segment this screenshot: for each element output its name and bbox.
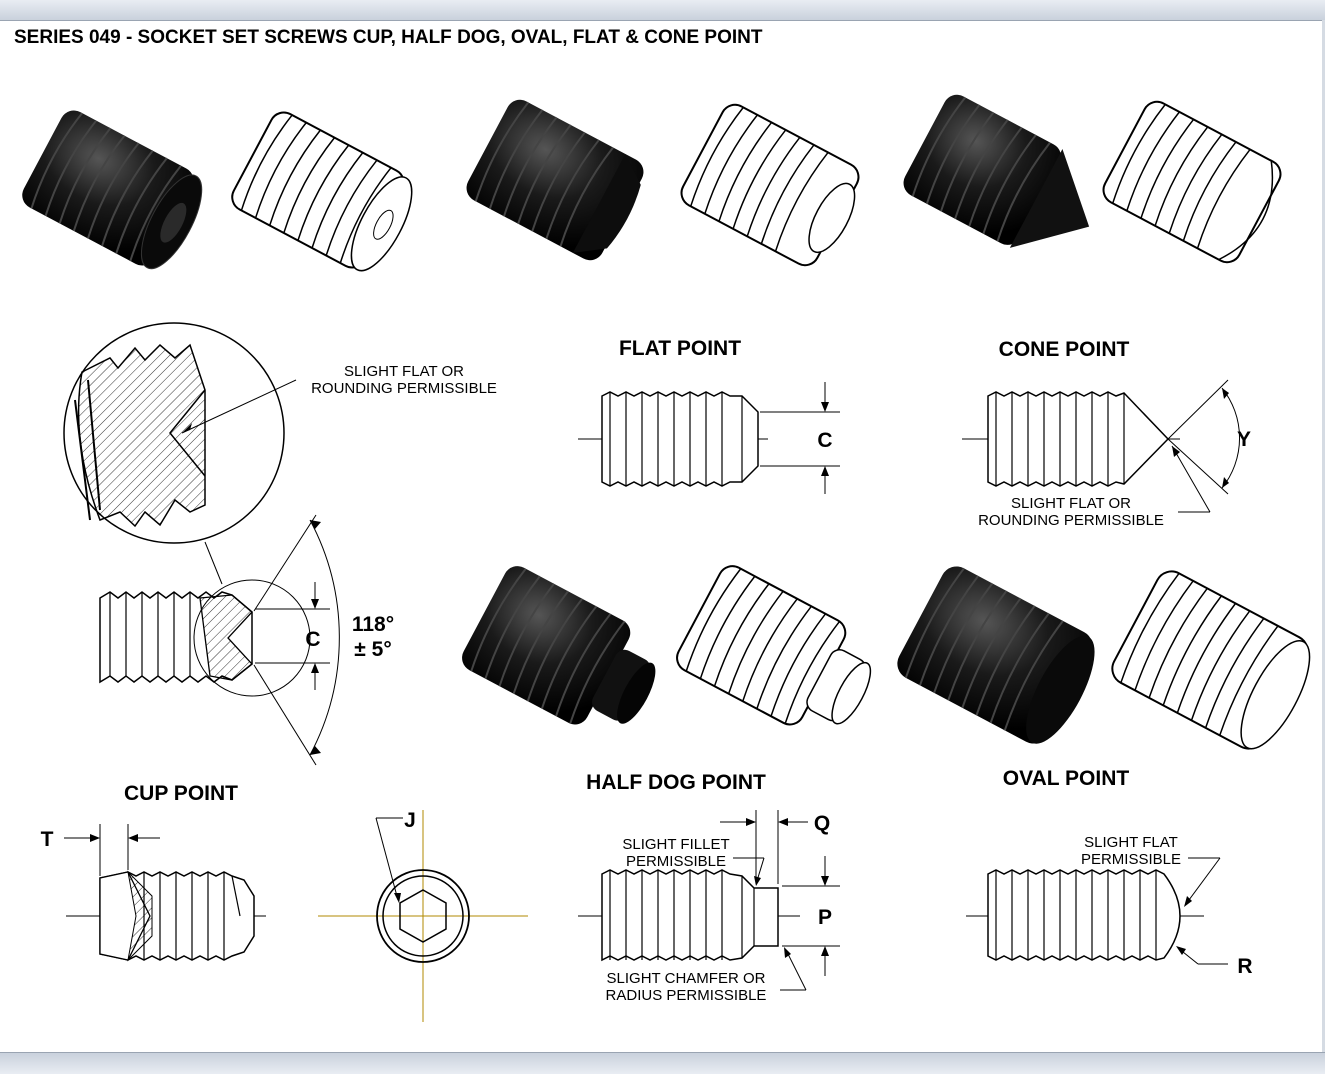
dog-p-dimension: P <box>818 906 832 929</box>
window-top-bar <box>0 0 1325 21</box>
oval-point-heading: OVAL POINT <box>1003 767 1130 790</box>
cup-angle-tolerance: ± 5° <box>354 638 391 661</box>
half-dog-side-view <box>578 810 840 991</box>
flat-point-render-dark <box>466 99 644 261</box>
oval-point-side-view <box>966 857 1228 965</box>
flat-point-side-view <box>578 382 840 494</box>
dog-q-dimension: Q <box>814 812 830 835</box>
cup-point-render-dark <box>22 110 203 270</box>
cup-angle-dimension: 118° <box>352 613 394 636</box>
cup-point-end-view <box>318 810 528 1022</box>
fillet-note-1: SLIGHT FILLET <box>622 836 729 853</box>
cone-flat-note-1: SLIGHT FLAT OR <box>1011 495 1131 512</box>
fillet-note-2: PERMISSIBLE <box>626 853 726 870</box>
cone-flat-note-2: ROUNDING PERMISSIBLE <box>978 512 1164 529</box>
oval-r-dimension: R <box>1237 955 1252 978</box>
half-dog-render-dark <box>462 566 656 725</box>
cone-point-render-outline <box>1102 100 1282 264</box>
cup-point-side-view <box>99 514 340 766</box>
cup-point-detail-magnified <box>63 322 297 544</box>
cone-point-heading: CONE POINT <box>999 338 1130 361</box>
cone-point-side-view <box>962 379 1240 513</box>
flat-point-heading: FLAT POINT <box>619 337 741 360</box>
drawing-title: SERIES 049 - SOCKET SET SCREWS CUP, HALF… <box>14 27 763 48</box>
flat-c-dimension: C <box>817 429 832 452</box>
detail-flat-note-2: ROUNDING PERMISSIBLE <box>311 380 497 397</box>
cone-point-render-dark <box>903 94 1090 248</box>
detail-leader <box>204 541 223 585</box>
detail-flat-note-1: SLIGHT FLAT OR <box>344 363 464 380</box>
drawing-canvas: SLIGHT FLAT OR ROUNDING PERMISSIBLE C 11… <box>22 94 1311 1022</box>
window-bottom-bar <box>0 1052 1325 1074</box>
cup-point-section-view <box>64 824 266 962</box>
oval-render-dark <box>897 566 1095 744</box>
flat-point-render-outline <box>680 103 860 267</box>
window-right-edge <box>1322 20 1325 1052</box>
chamfer-note-2: RADIUS PERMISSIBLE <box>606 987 767 1004</box>
cone-y-dimension: Y <box>1237 428 1251 451</box>
oval-flat-note-1: SLIGHT FLAT <box>1084 834 1178 851</box>
oval-render-outline <box>1111 570 1311 750</box>
cup-point-heading: CUP POINT <box>124 782 238 805</box>
oval-flat-note-2: PERMISSIBLE <box>1081 851 1181 868</box>
chamfer-note-1: SLIGHT CHAMFER OR <box>607 970 766 987</box>
cup-point-render-outline <box>231 111 413 272</box>
socket-j-dimension: J <box>404 809 416 832</box>
half-dog-point-heading: HALF DOG POINT <box>586 771 766 794</box>
cup-c-dimension: C <box>305 628 320 651</box>
cup-t-dimension: T <box>41 828 54 851</box>
half-dog-render-outline <box>676 565 872 726</box>
